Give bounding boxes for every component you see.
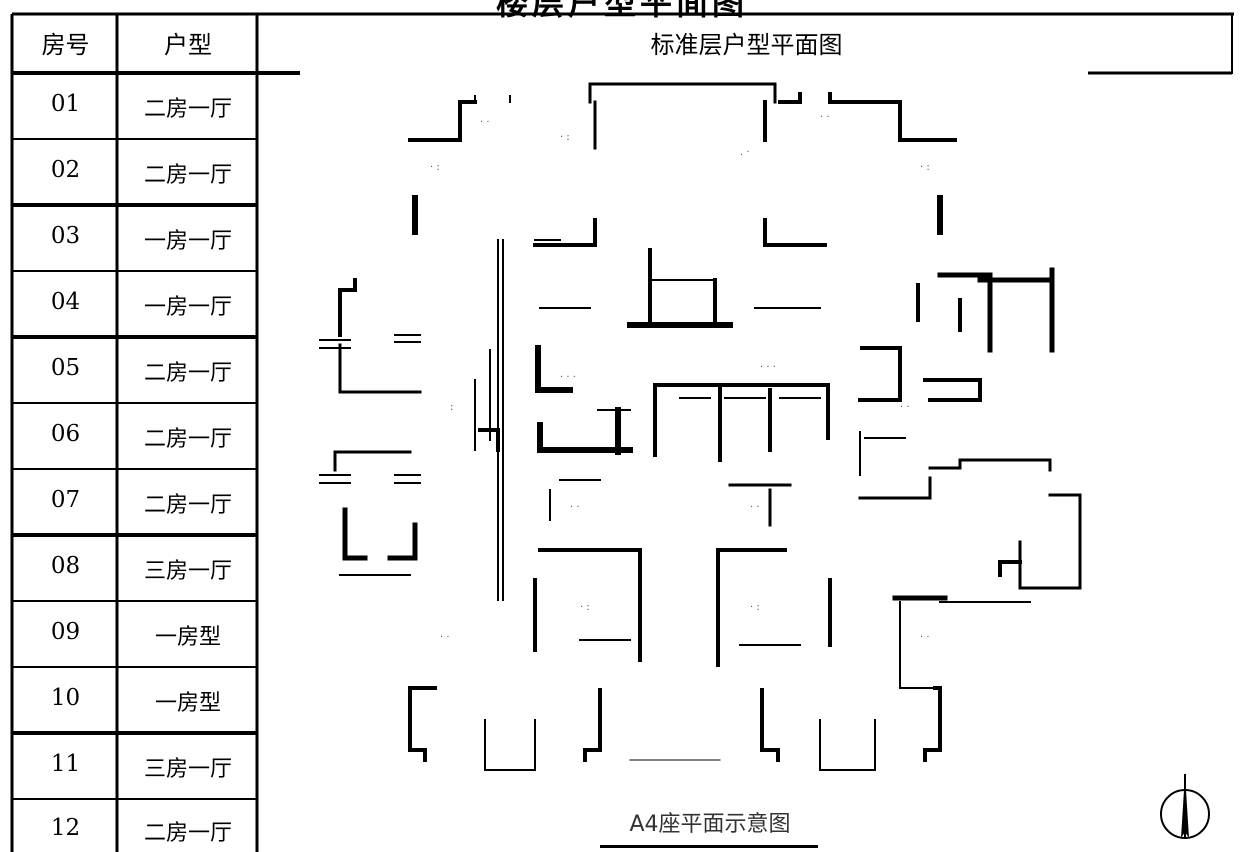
room-number: 12 [50,815,81,841]
svg-text:· ·: · · [820,112,830,123]
room-number: 06 [50,421,81,447]
floor-plan-drawing: · · · : . · · · · : · : · · · · · · : · · · ·… [319,82,1082,771]
room-number: 10 [50,685,81,711]
header-unit-type: 户型 [164,31,212,59]
svg-text:· :: · : [580,602,590,613]
room-number: 02 [50,157,81,183]
unit-type: 二房一厅 [143,97,232,122]
svg-text:· :: · : [750,602,760,613]
svg-text:· :: · : [430,162,440,173]
svg-text:· ·: · · [920,632,930,643]
room-number: 09 [50,619,81,645]
unit-type: 一房一厅 [143,295,232,320]
room-number: 04 [50,289,81,315]
svg-text::: : [450,402,453,413]
svg-text:· ·: · · [480,117,490,128]
caption-underline [600,845,818,848]
room-number: 01 [50,91,81,117]
north-arrow-icon [1160,774,1210,839]
unit-type: 二房一厅 [143,361,232,386]
page-title: 楼层户型平面图 [495,0,748,22]
unit-type: 一房一厅 [143,229,232,254]
svg-text:· ·: · · [900,402,910,413]
svg-text:· :: · : [920,162,930,173]
unit-type: 二房一厅 [143,163,232,188]
unit-type: 三房一厅 [143,559,232,584]
svg-text:. ·: . · [740,147,750,158]
plan-caption: A4座平面示意图 [629,812,791,837]
room-number: 11 [50,751,81,777]
svg-text:· · ·: · · · [760,362,776,373]
unit-type: 三房一厅 [143,757,232,782]
unit-type: 二房一厅 [143,821,232,846]
unit-type: 一房型 [154,691,221,716]
unit-type: 一房型 [154,625,221,650]
svg-text:· ·: · · [750,502,760,513]
header-room-no: 房号 [41,31,90,59]
room-number: 05 [50,355,81,381]
header-floor-plan: 标准层户型平面图 [650,31,843,59]
unit-type: 二房一厅 [143,427,232,452]
room-number: 03 [50,223,81,249]
svg-text:· · ·: · · · [560,372,576,383]
svg-text:· ·: · · [570,502,580,513]
room-number: 08 [50,553,81,579]
room-number: 07 [50,487,81,513]
svg-text:· ·: · · [440,632,450,643]
svg-text:· :: · : [560,132,570,143]
unit-type: 二房一厅 [143,493,232,518]
